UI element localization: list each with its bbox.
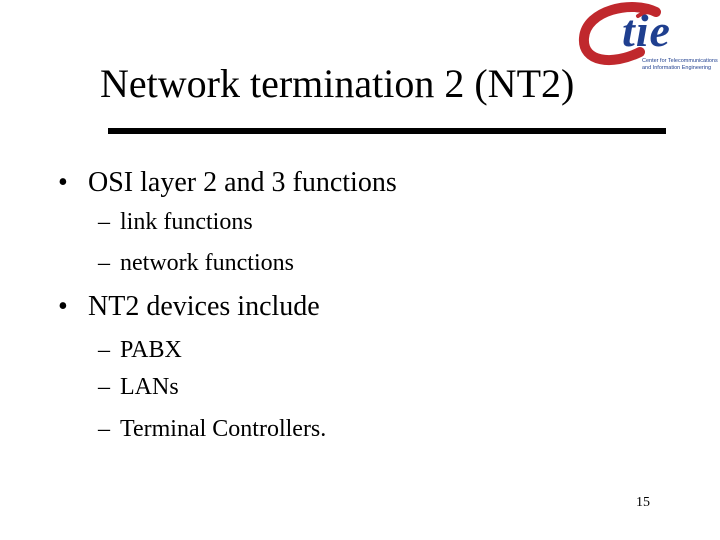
logo-subtitle: Center for Telecommunications and Inform…: [642, 58, 718, 72]
sub-bullet-text: PABX: [120, 337, 182, 363]
sub-bullet-marker: –: [98, 209, 110, 235]
sub-bullet-marker: –: [98, 337, 110, 363]
bullet-marker: •: [58, 291, 68, 322]
sub-bullet-text: Terminal Controllers.: [120, 416, 327, 442]
sub-bullet-text: link functions: [120, 209, 253, 235]
logo-swoosh-icon: [579, 2, 661, 66]
logo-subtitle-line-1: Center for Telecommunications: [642, 58, 718, 64]
page-number: 15: [636, 495, 650, 510]
bullet-text: OSI layer 2 and 3 functions: [88, 167, 397, 198]
sub-bullet-text: LANs: [120, 374, 179, 400]
sub-bullet-marker: –: [98, 416, 110, 442]
logo-subtitle-line-2: and Information Engineering: [642, 65, 712, 71]
bullet-marker: •: [58, 167, 68, 198]
title-underline: [108, 128, 666, 134]
sub-bullet-text: network functions: [120, 250, 294, 276]
ctie-logo: tie Center for Telecommunications and In…: [578, 2, 720, 100]
slide-title: Network termination 2 (NT2): [100, 61, 575, 106]
bullet-text: NT2 devices include: [88, 291, 320, 322]
sub-bullet-marker: –: [98, 374, 110, 400]
logo-wordmark: tie: [622, 5, 671, 56]
sub-bullet-marker: –: [98, 250, 110, 276]
